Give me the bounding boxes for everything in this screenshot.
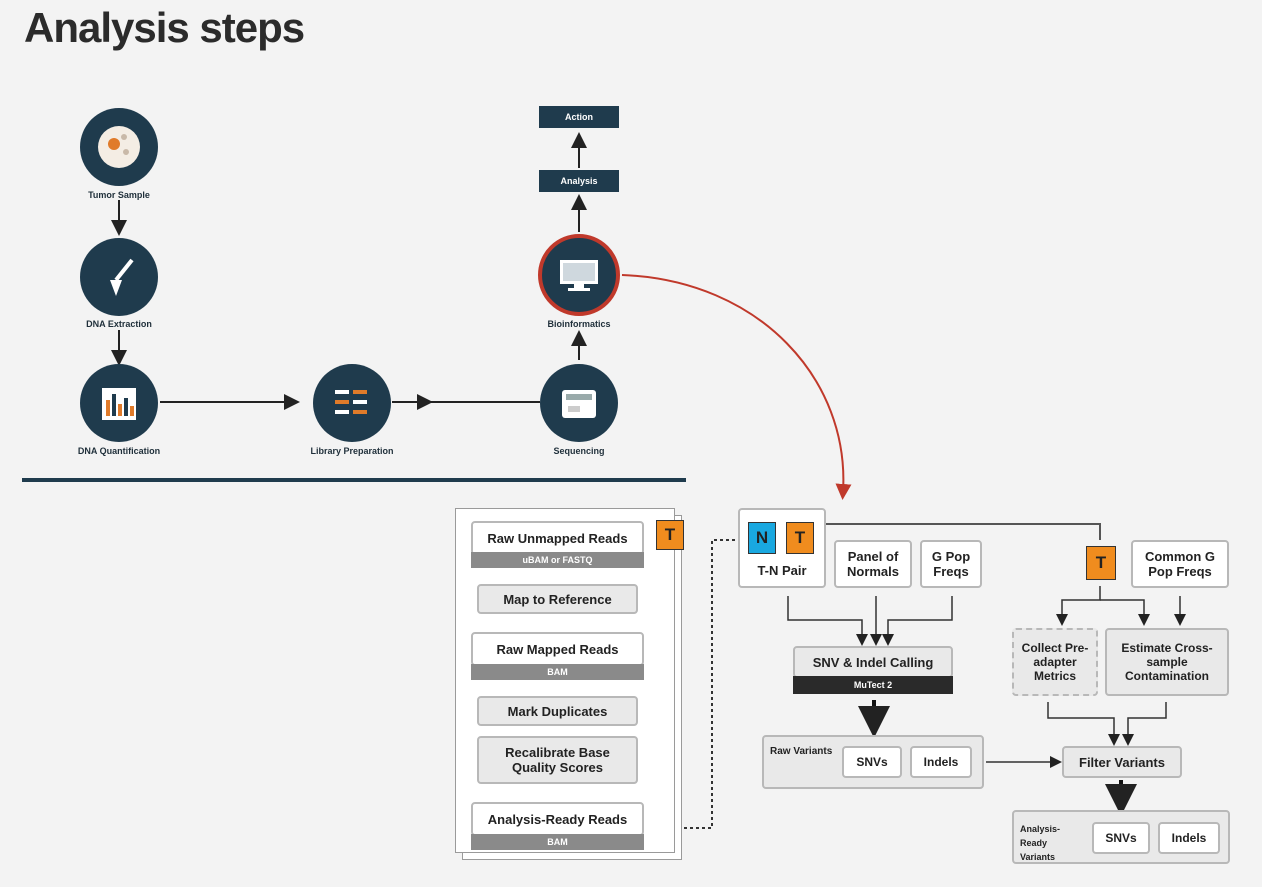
tumor-sample-label: Tumor Sample: [88, 190, 150, 200]
raw-indels: Indels: [910, 746, 972, 778]
sequencing-label: Sequencing: [553, 446, 605, 456]
recalibrate-base-quality: Recalibrate Base Quality Scores: [477, 736, 638, 784]
tumor-badge: T: [656, 520, 684, 550]
analysis-box: Analysis: [539, 170, 619, 192]
raw-variants-label: Raw Variants: [770, 746, 833, 757]
tumor-sample-icon: [80, 108, 158, 186]
dna-extraction-icon: [80, 238, 158, 316]
collect-preadapter-metrics: Collect Pre-adapter Metrics: [1012, 628, 1098, 696]
raw-unmapped-format: uBAM or FASTQ: [471, 552, 644, 568]
dna-extraction-label: DNA Extraction: [86, 319, 152, 329]
analysis-ready-format: BAM: [471, 834, 644, 850]
bioinformatics-icon: [538, 234, 620, 316]
tumor-badge-contamination: T: [1086, 546, 1116, 580]
raw-mapped-format: BAM: [471, 664, 644, 680]
page-title: Analysis steps: [24, 4, 305, 51]
dna-quantification-icon: [80, 364, 158, 442]
final-snvs: SNVs: [1092, 822, 1150, 854]
raw-mapped-reads: Raw Mapped Reads: [471, 632, 644, 666]
bioinformatics-label: Bioinformatics: [547, 319, 611, 329]
tn-pair-label: T-N Pair: [757, 563, 807, 578]
pop-freqs: G Pop Freqs: [920, 540, 982, 588]
final-indels: Indels: [1158, 822, 1220, 854]
mutect-tool: MuTect 2: [793, 676, 953, 694]
dna-quantification-label: DNA Quantification: [77, 446, 161, 456]
sequencing-icon: [540, 364, 618, 442]
panel-of-normals: Panel of Normals: [834, 540, 912, 588]
library-preparation-label: Library Preparation: [310, 446, 394, 456]
map-to-reference: Map to Reference: [477, 584, 638, 614]
estimate-contamination: Estimate Cross-sample Contamination: [1105, 628, 1229, 696]
analysis-ready-variants-label: Analysis-Ready Variants: [1020, 824, 1061, 862]
raw-unmapped-reads: Raw Unmapped Reads: [471, 521, 644, 555]
action-box: Action: [539, 106, 619, 128]
library-preparation-icon: [313, 364, 391, 442]
filter-variants: Filter Variants: [1062, 746, 1182, 778]
common-pop-freqs: Common G Pop Freqs: [1131, 540, 1229, 588]
analysis-ready-reads: Analysis-Ready Reads: [471, 802, 644, 836]
mark-duplicates: Mark Duplicates: [477, 696, 638, 726]
normal-badge: N: [748, 522, 776, 554]
snv-indel-calling: SNV & Indel Calling: [793, 646, 953, 678]
raw-snvs: SNVs: [842, 746, 902, 778]
tumor-badge-pair: T: [786, 522, 814, 554]
